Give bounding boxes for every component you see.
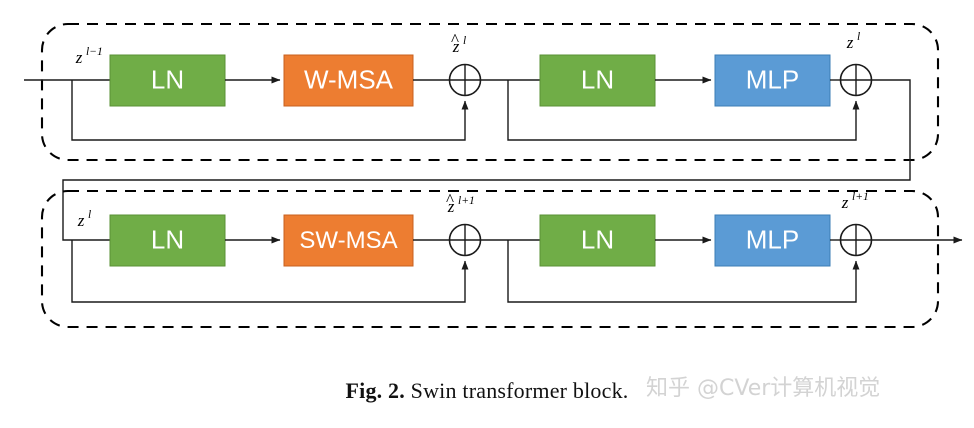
block-row1-mlp-label: MLP (746, 64, 799, 94)
label-row2-output-sup: l+1 (852, 191, 869, 203)
label-row2-output-z-l-plus-1: z l+1 (841, 191, 869, 212)
label-row1-output-sup: l (857, 31, 860, 43)
block-row1-mlp (714, 54, 831, 107)
block-row1-attn (283, 54, 414, 107)
wire-row1-to-row2-link (62, 79, 911, 244)
block-row2-ln2 (539, 214, 656, 267)
wire-row2-skip2 (507, 240, 860, 303)
block-row2-mlp-label: MLP (746, 224, 799, 254)
block-row1-ln2 (539, 54, 656, 107)
label-row2-zhat-sup: l+1 (458, 195, 475, 207)
block-row-layer-l: LN W-MSA ^ z l LN (24, 22, 940, 244)
label-row1-output-z-l: z l (846, 31, 861, 52)
label-row1-zhat-l: ^ z l (451, 30, 466, 56)
svg-text:z: z (841, 193, 849, 212)
figure-caption-prefix: Fig. 2. (345, 378, 405, 403)
svg-text:z: z (75, 48, 83, 67)
label-row1-zhat-l-sup: l (463, 35, 466, 47)
block-row2-ln1-label: LN (151, 224, 184, 254)
svg-text:z: z (447, 197, 455, 216)
label-row1-input-sup: l−1 (86, 46, 103, 58)
block-row1-attn-label: W-MSA (304, 64, 394, 94)
wire-row1-skip2 (507, 80, 860, 141)
svg-text:z: z (77, 211, 85, 230)
block-row2-ln2-label: LN (581, 224, 614, 254)
block-row2-mlp (714, 214, 831, 267)
block-row-layer-l-plus-1: LN z l SW-MSA ^ z l+1 (40, 189, 963, 329)
figure-caption: Fig. 2. Swin transformer block. (0, 378, 974, 404)
figure-caption-text: Swin transformer block. (410, 378, 629, 403)
block-row1-ln1 (109, 54, 226, 107)
svg-text:^: ^ (451, 30, 459, 49)
watermark-text: 知乎 @CVer计算机视觉 (646, 376, 881, 401)
svg-text:z: z (452, 37, 460, 56)
block-row2-ln1 (109, 214, 226, 267)
block-row2-attn (283, 214, 414, 267)
block-row1-ln1-label: LN (151, 64, 184, 94)
label-row2-input-z-l: z l (77, 209, 92, 230)
wire-row2-skip1 (71, 240, 469, 303)
svg-text:z: z (846, 33, 854, 52)
label-row2-zhat-l-plus-1: ^ z l+1 (446, 190, 475, 216)
block-row1-ln2-label: LN (581, 64, 614, 94)
dashed-boundary-row2 (40, 189, 940, 329)
dashed-boundary-row1 (40, 22, 940, 162)
block-row2-attn-label: SW-MSA (299, 227, 397, 254)
label-row1-input-z-l-minus-1: z l−1 (75, 46, 103, 67)
label-row2-input-sup: l (88, 209, 91, 221)
svg-text:^: ^ (446, 190, 454, 209)
wire-row1-skip1 (71, 80, 469, 141)
